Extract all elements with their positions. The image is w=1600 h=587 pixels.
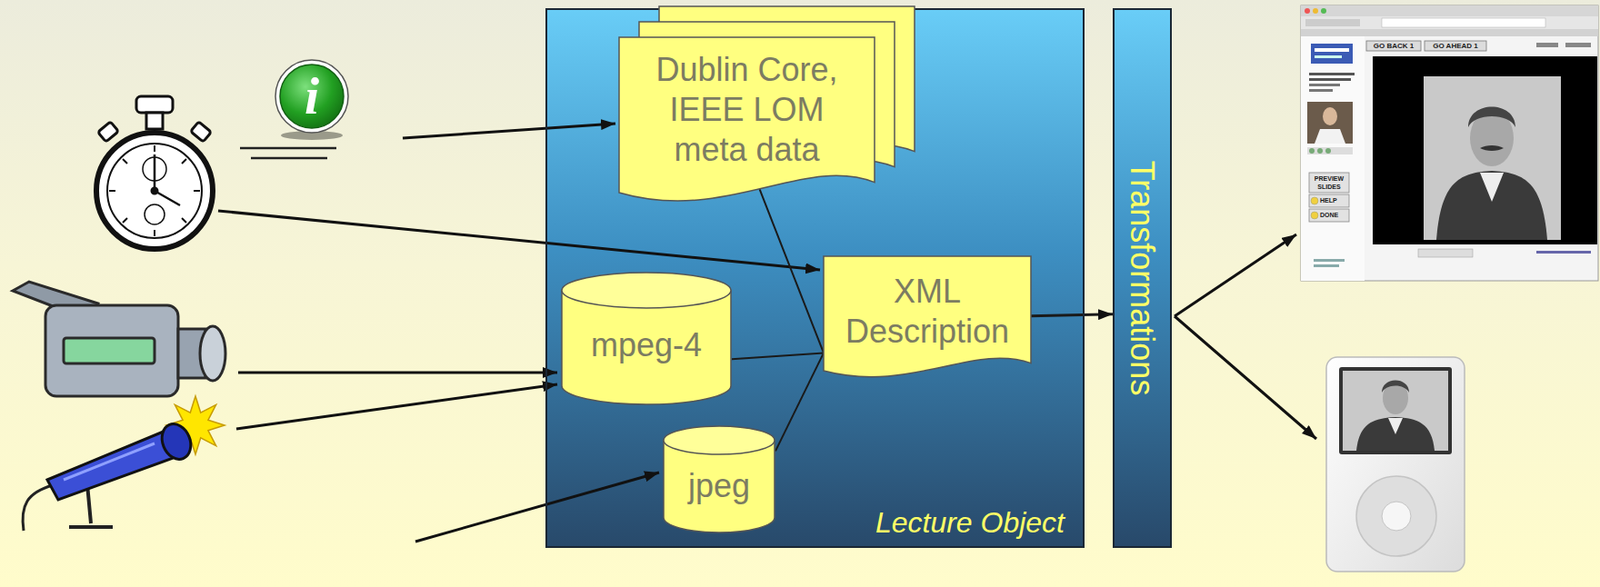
node-label: XML Description	[832, 271, 1022, 352]
label-holder: GO AHEAD 1	[1424, 40, 1487, 51]
label-holder: HELP	[1320, 195, 1350, 207]
side-button-label: PREVIEW SLIDES	[1309, 174, 1350, 191]
panel-title: Lecture Object	[875, 504, 1065, 541]
label-holder: i	[284, 64, 340, 129]
stopwatch-icon	[96, 96, 213, 250]
ipod-device	[1326, 357, 1465, 572]
node-label: Dublin Core, IEEE LOM meta data	[638, 50, 857, 170]
camera-icon	[12, 281, 226, 397]
transformations-band: Transformations	[1112, 8, 1172, 549]
connector	[731, 352, 824, 360]
info-icon	[240, 60, 349, 159]
band-title: Transformations	[1124, 160, 1161, 397]
connector	[760, 189, 824, 353]
microphone-icon	[22, 396, 225, 531]
side-button-label: DONE	[1320, 210, 1350, 221]
nav-button-label: GO BACK 1	[1366, 40, 1421, 51]
node-label: mpeg-4	[590, 325, 702, 366]
connector	[775, 352, 824, 451]
jpeg-store: jpeg	[662, 425, 776, 533]
output-arrows	[1174, 234, 1317, 440]
side-button-label: HELP	[1320, 195, 1350, 207]
label-holder: GO BACK 1	[1366, 40, 1421, 51]
connector	[1030, 314, 1113, 317]
metadata-document: Dublin Core, IEEE LOM meta data	[619, 37, 875, 210]
info-glyph: i	[284, 64, 340, 129]
lecture-object-panel: Lecture Object Dublin Core, IEEE LOM meta…	[545, 8, 1085, 549]
browser-screenshot	[1300, 5, 1599, 281]
node-label: jpeg	[688, 466, 750, 507]
label-holder: DONE	[1320, 210, 1350, 221]
nav-button-label: GO AHEAD 1	[1424, 40, 1487, 51]
label-holder: PREVIEW SLIDES	[1309, 174, 1350, 191]
mpeg-store: mpeg-4	[560, 271, 732, 405]
xml-document: XML Description	[823, 256, 1031, 384]
